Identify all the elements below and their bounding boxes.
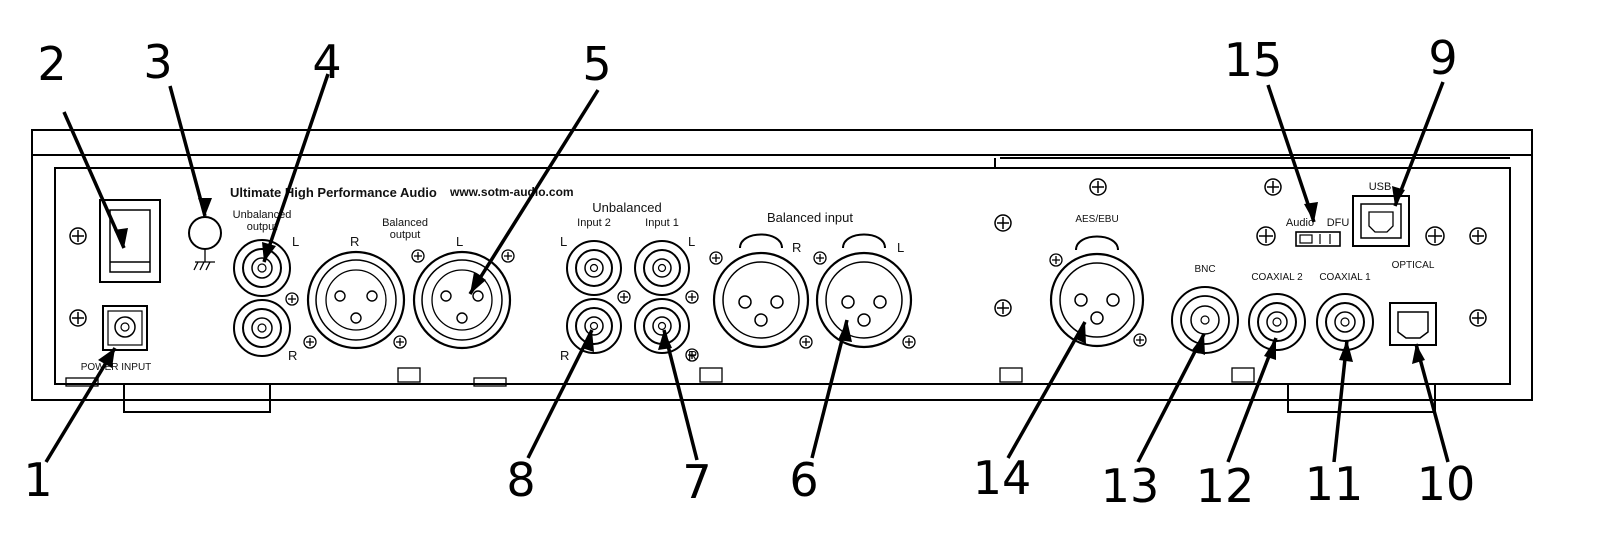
rca-out-right[interactable] bbox=[233, 299, 291, 357]
optical-label: OPTICAL bbox=[1392, 260, 1435, 271]
brand-text: Ultimate High Performance Audio bbox=[230, 185, 437, 200]
bal-in-r-label: R bbox=[792, 240, 801, 255]
screw-icon bbox=[69, 309, 87, 327]
callout-2: 2 bbox=[37, 37, 66, 91]
unbalanced-out-r-label: R bbox=[288, 348, 297, 363]
callout-lines bbox=[44, 73, 1450, 463]
rca-in2-left[interactable] bbox=[566, 240, 622, 296]
audio-label: Audio bbox=[1286, 217, 1314, 229]
screw-icon bbox=[1264, 178, 1282, 196]
input1-label: Input 1 bbox=[645, 217, 679, 229]
callout-11: 11 bbox=[1305, 457, 1364, 511]
rca-in1-left[interactable] bbox=[634, 240, 690, 296]
usb-port[interactable] bbox=[1352, 195, 1410, 247]
input2-label: Input 2 bbox=[577, 217, 611, 229]
audio-dfu-switch[interactable] bbox=[1295, 231, 1341, 247]
xlr-out-left[interactable] bbox=[412, 250, 512, 350]
in2-r-label: R bbox=[560, 348, 569, 363]
usb-label: USB bbox=[1369, 181, 1392, 193]
callout-8: 8 bbox=[506, 453, 535, 507]
callout-4: 4 bbox=[312, 35, 341, 89]
callout-7: 7 bbox=[682, 455, 711, 509]
callout-13: 13 bbox=[1101, 459, 1160, 513]
balanced-out-l-label: L bbox=[456, 234, 463, 249]
screw-icon bbox=[1469, 309, 1487, 327]
unbalanced-out-l-label: L bbox=[292, 234, 299, 249]
dfu-label: DFU bbox=[1327, 217, 1350, 229]
optical-port[interactable] bbox=[1389, 302, 1437, 346]
screw-icon bbox=[1256, 226, 1276, 246]
bnc-label: BNC bbox=[1194, 264, 1215, 275]
ground-terminal[interactable] bbox=[188, 216, 222, 271]
callout-12: 12 bbox=[1196, 459, 1255, 513]
rca-out-left[interactable] bbox=[233, 239, 291, 297]
xlr-in-right[interactable] bbox=[712, 233, 810, 349]
aes-ebu-label: AES/EBU bbox=[1075, 214, 1118, 225]
screw-icon bbox=[1425, 226, 1445, 246]
screw-icon bbox=[69, 227, 87, 245]
power-input-label: POWER INPUT bbox=[81, 362, 152, 373]
unbalanced-output-label-line2: output bbox=[247, 221, 278, 233]
in2-l-label: L bbox=[560, 234, 567, 249]
callout-9: 9 bbox=[1428, 31, 1457, 85]
power-input-jack[interactable] bbox=[102, 305, 148, 351]
callout-5: 5 bbox=[582, 37, 611, 91]
screw-icon bbox=[994, 214, 1012, 232]
callout-15: 15 bbox=[1224, 33, 1283, 87]
callout-1: 1 bbox=[23, 453, 52, 507]
balanced-output-label-line2: output bbox=[390, 229, 421, 241]
coaxial1-label: COAXIAL 1 bbox=[1319, 272, 1371, 283]
rca-in2-right[interactable] bbox=[566, 298, 622, 354]
callout-arrowheads bbox=[98, 186, 1425, 368]
xlr-aes-ebu[interactable] bbox=[1049, 235, 1145, 348]
coaxial2-label: COAXIAL 2 bbox=[1251, 272, 1303, 283]
screw-icon bbox=[1089, 178, 1107, 196]
xlr-out-right[interactable] bbox=[306, 250, 406, 350]
website-text: www.sotm-audio.com bbox=[449, 185, 574, 199]
screw-icon bbox=[1469, 227, 1487, 245]
balanced-out-r-label: R bbox=[350, 234, 359, 249]
balanced-output-label-line1: Balanced bbox=[382, 217, 428, 229]
callout-3: 3 bbox=[143, 35, 172, 89]
screw-icon bbox=[994, 299, 1012, 317]
chassis bbox=[31, 129, 1533, 413]
unbalanced-input-label: Unbalanced bbox=[592, 200, 661, 215]
bal-in-l-label: L bbox=[897, 240, 904, 255]
screws bbox=[69, 178, 1487, 327]
in1-l-label: L bbox=[688, 234, 695, 249]
xlr-in-left[interactable] bbox=[815, 233, 913, 349]
callout-6: 6 bbox=[789, 453, 818, 507]
unbalanced-output-label-line1: Unbalanced bbox=[233, 209, 292, 221]
coaxial1-jack[interactable] bbox=[1316, 293, 1374, 351]
coaxial2-jack[interactable] bbox=[1248, 293, 1306, 351]
callout-10: 10 bbox=[1417, 457, 1476, 511]
bnc-connector[interactable] bbox=[1171, 286, 1239, 354]
balanced-input-label: Balanced input bbox=[767, 210, 853, 225]
callout-14: 14 bbox=[973, 451, 1032, 505]
power-switch[interactable] bbox=[99, 199, 161, 283]
